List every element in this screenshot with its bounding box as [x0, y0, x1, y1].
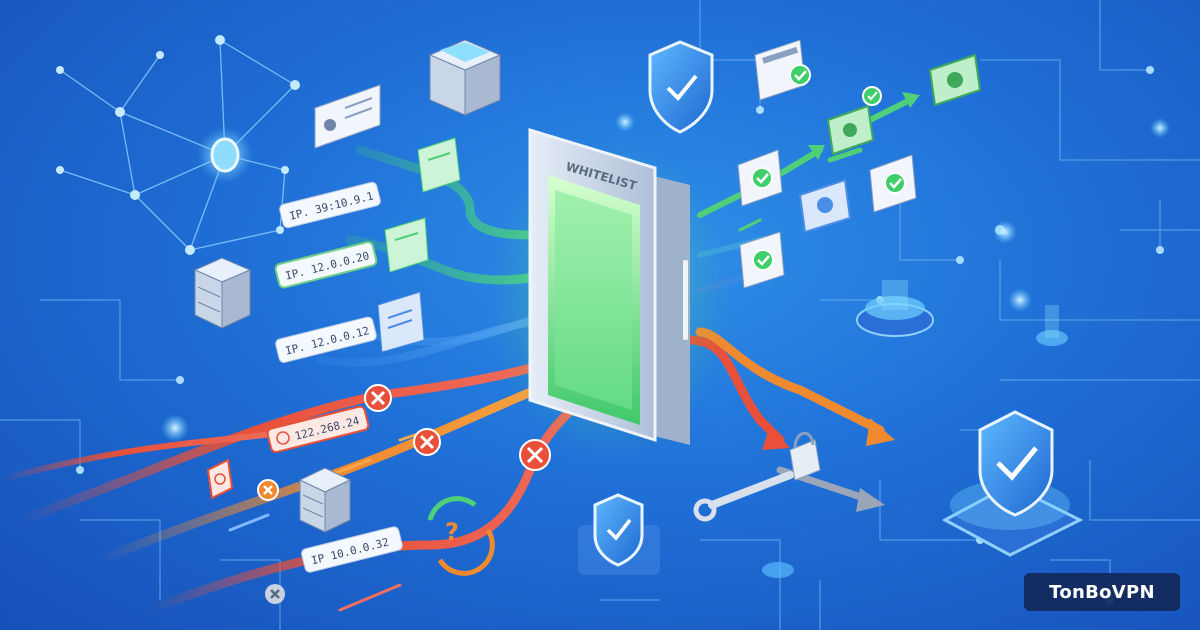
card-check-icon — [754, 39, 811, 101]
shield-check-icon — [941, 410, 1084, 557]
document-icon — [417, 137, 461, 193]
mail-check-icon — [869, 154, 917, 213]
server-icon — [298, 467, 352, 533]
brand-badge: TonBoVPN — [1024, 573, 1180, 611]
shield-check-icon — [648, 40, 714, 134]
server-icon — [428, 39, 502, 116]
ip-tag-blocked-2: IP 10.0.0.32 — [301, 526, 403, 573]
network-nodes — [56, 35, 300, 255]
mail-check-icon — [737, 149, 783, 207]
ip-tag-2: IP. 12.0.0.20 — [274, 241, 378, 289]
network-node-icon — [1036, 305, 1068, 346]
document-icon — [377, 291, 425, 353]
x-mark-icon — [257, 479, 279, 501]
network-node-icon — [762, 562, 794, 578]
shield-check-icon — [578, 493, 660, 575]
network-node-icon — [197, 127, 253, 183]
network-node-icon — [856, 280, 934, 337]
wrench-icon — [693, 471, 794, 522]
id-card-icon — [314, 84, 381, 149]
document-icon — [384, 217, 429, 273]
x-mark-icon — [364, 384, 392, 412]
money-check-icon — [826, 86, 882, 156]
lock-icon — [789, 431, 821, 481]
x-mark-icon — [519, 439, 551, 471]
server-icon — [193, 257, 252, 329]
x-mark-icon — [413, 428, 441, 456]
svg-text:?: ? — [445, 518, 459, 546]
ip-tag-3: IP. 12.0.0.12 — [275, 316, 377, 363]
question-icon: ? — [427, 496, 495, 576]
denied-arrowheads — [762, 418, 895, 450]
outbound-arrowheads — [808, 92, 920, 160]
blocked-card-icon — [206, 458, 234, 500]
x-mark-icon — [265, 584, 285, 604]
network-mesh — [59, 39, 296, 251]
grey-arrowhead — [856, 488, 885, 512]
money-icon — [798, 178, 852, 234]
mail-check-icon — [739, 231, 785, 289]
money-check-icon — [928, 53, 982, 107]
whitelist-gateway: WHITELIST — [490, 127, 730, 460]
node-glows — [161, 112, 1170, 442]
ip-tag-1: IP. 39:10.9.1 — [279, 181, 381, 229]
